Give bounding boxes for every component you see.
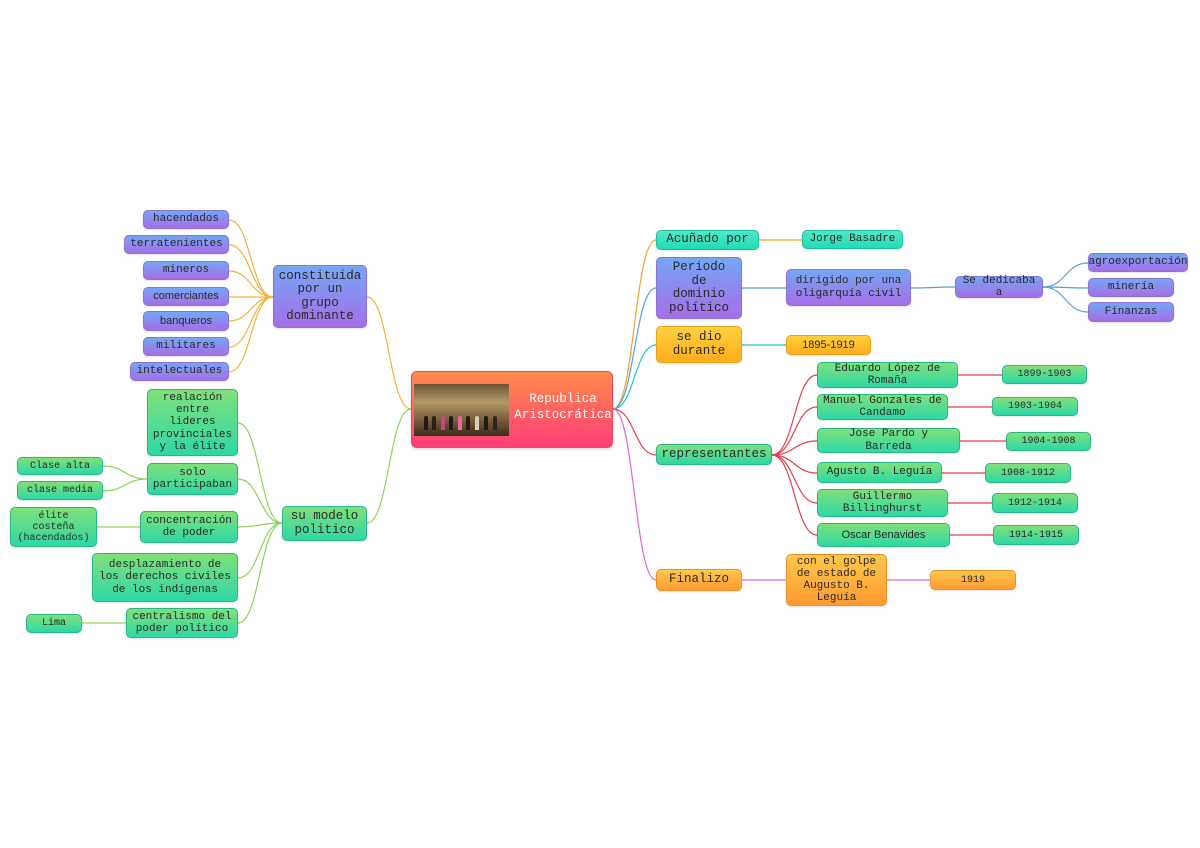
mineros-node[interactable]: mineros [143, 261, 229, 280]
finalizo-node[interactable]: Finalizo [656, 569, 742, 591]
concentracion-poder-node[interactable]: concentración de poder [140, 511, 238, 543]
link-modelo-item-2 [237, 522, 283, 528]
jorge-basadre-node[interactable]: Jorge Basadre [802, 230, 903, 249]
representante-lopez-romana[interactable]: Eduardo López de Romaña [817, 362, 958, 388]
relacion-lideres-node[interactable]: realación entre lideres provinciales y l… [147, 389, 238, 456]
representante-billinghurst[interactable]: Guillermo Billinghurst [817, 489, 948, 517]
terratenientes-node[interactable]: terratenientes [124, 235, 229, 254]
link-rep-person-1 [771, 406, 818, 456]
representante-benavides[interactable]: Oscar Benavides [817, 523, 950, 547]
link-rep-person-5 [771, 454, 818, 536]
agroexportacion-node[interactable]: agroexportación [1088, 253, 1188, 272]
hacendados-node[interactable]: hacendados [143, 210, 229, 229]
link-root-periodo [612, 287, 657, 410]
link-participaban-media [102, 478, 148, 492]
oligarquia-civil-node[interactable]: dirigido por una oligarquía civil [786, 269, 911, 306]
anio-1919-node[interactable]: 1919 [930, 570, 1016, 590]
link-modelo-item-4 [237, 522, 283, 624]
link-grupo-item-2 [228, 270, 274, 298]
lima-node[interactable]: Lima [26, 614, 82, 633]
link-modelo-item-1 [237, 478, 283, 524]
anios-1908-1912[interactable]: 1908-1912 [985, 463, 1071, 483]
clase-media-node[interactable]: clase media [17, 481, 103, 500]
link-modelo-item-0 [237, 422, 283, 524]
clase-alta-node[interactable]: Clase alta [17, 457, 103, 475]
link-root-representantes [612, 408, 657, 456]
comerciantes-node[interactable]: comerciantes [143, 287, 229, 306]
link-modelo-item-3 [237, 522, 283, 579]
representante-leguia[interactable]: Agusto B. Leguía [817, 462, 942, 483]
link-grupo-item-6 [228, 296, 274, 373]
representante-gonzales-candamo[interactable]: Manuel Gonzales de Candamo [817, 394, 948, 420]
anios-1904-1908[interactable]: 1904-1908 [1006, 432, 1091, 451]
link-rep-person-0 [771, 374, 818, 456]
militares-node[interactable]: militares [143, 337, 229, 356]
link-root-finalizo [612, 408, 657, 581]
link-dedicaba-agro [1042, 262, 1089, 288]
anios-1914-1915[interactable]: 1914-1915 [993, 525, 1079, 545]
link-grupo-item-5 [228, 296, 274, 348]
acunado-por-node[interactable]: Acuñado por [656, 230, 759, 250]
link-root-grupo [366, 296, 412, 410]
centralismo-node[interactable]: centralismo del poder político [126, 608, 238, 638]
central-topic-title: Republica Aristocrática [514, 392, 612, 422]
banqueros-node[interactable]: banqueros [143, 311, 229, 331]
link-dedicaba-finanzas [1042, 286, 1089, 313]
finanzas-node[interactable]: Finanzas [1088, 302, 1174, 322]
painting-icon [414, 384, 509, 436]
desplazamiento-derechos-node[interactable]: desplazamiento de los derechos civiles d… [92, 553, 238, 602]
se-dio-durante-node[interactable]: se dio durante [656, 326, 742, 363]
representantes-node[interactable]: representantes [656, 444, 772, 465]
solo-participaban-node[interactable]: solo participaban [147, 463, 238, 495]
golpe-estado-node[interactable]: con el golpe de estado de Augusto B. Leg… [786, 554, 887, 606]
link-grupo-item-0 [228, 219, 274, 298]
anios-1899-1903[interactable]: 1899-1903 [1002, 365, 1087, 384]
central-topic[interactable]: Republica Aristocrática [411, 371, 613, 448]
link-grupo-item-4 [228, 296, 274, 322]
modelo-politico-node[interactable]: su modelo politico [282, 506, 367, 541]
intelectuales-node[interactable]: intelectuales [130, 362, 229, 381]
link-root-durante [612, 344, 657, 410]
link-root-acunado [612, 239, 657, 410]
link-root-modelo [366, 408, 412, 524]
link-rep-person-2 [771, 440, 818, 456]
se-dedicaba-node[interactable]: Se dedicaba a [955, 275, 1043, 299]
link-rep-person-4 [771, 454, 818, 504]
representante-pardo-barreda[interactable]: Jose Pardo y Barreda [817, 428, 960, 453]
anios-1903-1904[interactable]: 1903-1904 [992, 397, 1078, 416]
anios-1912-1914[interactable]: 1912-1914 [992, 493, 1078, 513]
mineria-node[interactable]: minería [1088, 278, 1174, 297]
link-oligarquia-dedicaba [910, 286, 956, 289]
periodo-dominio-node[interactable]: Periodo de dominio político [656, 257, 742, 319]
link-grupo-item-1 [228, 244, 274, 298]
grupo-dominante-node[interactable]: constituida por un grupo dominante [273, 265, 367, 328]
link-participaban-alta [102, 465, 148, 480]
elite-costena-node[interactable]: élite costeña (hacendados) [10, 507, 97, 547]
fecha-1895-1919-node[interactable]: 1895-1919 [786, 335, 871, 355]
